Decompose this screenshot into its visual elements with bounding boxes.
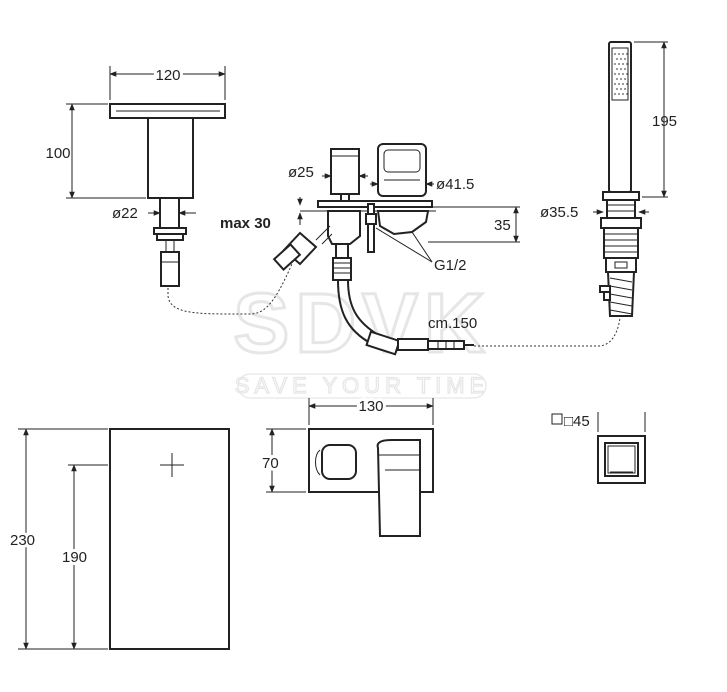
spout-width-dimension: 120 (109, 64, 226, 100)
hand-shower-length-label: 195 (652, 113, 677, 130)
holder-diameter-dimension: ø35.5 (540, 204, 649, 221)
mixer-drawing (272, 143, 474, 356)
hose-routing: cm.150 (167, 263, 621, 347)
spout-height-dimension: 100 (45, 103, 146, 199)
shower-nozzle-pattern (614, 53, 628, 95)
spout-base-dimension: ø22 (112, 205, 196, 222)
plate-width-label: 130 (358, 398, 383, 415)
hand-shower-drawing (599, 41, 642, 317)
deck-height-label: 35 (494, 217, 511, 234)
handle-diameter-dimension: ø41.5 (370, 176, 474, 193)
hose-length-label: cm.150 (428, 315, 477, 332)
watermark-slogan: SAVE YOUR TIME (235, 373, 490, 398)
handle-diameter-label: ø41.5 (436, 176, 474, 193)
square-outlet-dimension: □45 (551, 412, 646, 432)
panel-inner-height-dimension: 190 (59, 464, 108, 650)
plate-height-dimension: 70 (259, 428, 306, 493)
hand-shower-length-dimension: 195 (634, 41, 677, 198)
spout-base-diameter-label: ø22 (112, 205, 138, 222)
deck-max-thickness-label: max 30 (220, 215, 271, 232)
plate-height-label: 70 (262, 455, 279, 472)
holder-diameter-label: ø35.5 (540, 204, 578, 221)
wall-panel-drawing (109, 428, 230, 650)
watermark: SDVK SAVE YOUR TIME (232, 275, 490, 399)
plate-width-dimension: 130 (308, 395, 434, 425)
spout-drawing (109, 103, 226, 287)
deck-height-dimension: 35 (428, 206, 520, 243)
diverter-diameter-dimension: ø25 (288, 164, 368, 181)
square-outlet-label: □45 (564, 413, 590, 430)
square-outlet-drawing (597, 435, 646, 484)
thread-label: G1/2 (434, 257, 467, 274)
spout-width-label: 120 (155, 67, 180, 84)
watermark-logo: SDVK (233, 276, 490, 370)
spout-height-label: 100 (45, 145, 70, 162)
panel-inner-height-label: 190 (62, 549, 87, 566)
panel-height-label: 230 (10, 532, 35, 549)
diverter-diameter-label: ø25 (288, 164, 314, 181)
thread-callout: G1/2 (375, 227, 467, 274)
deck-thickness-dimension: max 30 (220, 197, 303, 232)
wall-plate-drawing (308, 428, 434, 537)
panel-height-dimension: 230 (7, 428, 108, 650)
